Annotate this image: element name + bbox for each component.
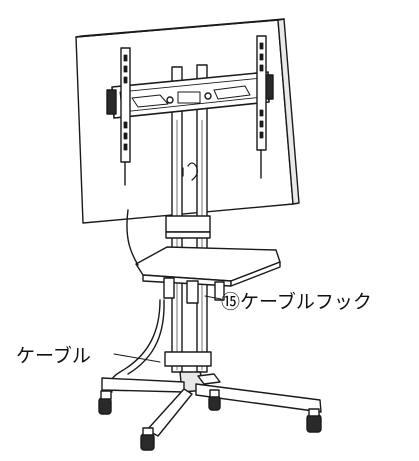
pole-collars (164, 215, 212, 367)
cable-hook-label: ⑮ケーブルフック (221, 291, 372, 313)
leader-lines (113, 295, 222, 363)
cable (109, 209, 165, 393)
base-legs (101, 371, 322, 437)
shelf (135, 246, 281, 304)
cable-label: ケーブル (16, 345, 91, 367)
vesa-arms (120, 35, 267, 186)
pole-cable-hook (182, 162, 198, 181)
